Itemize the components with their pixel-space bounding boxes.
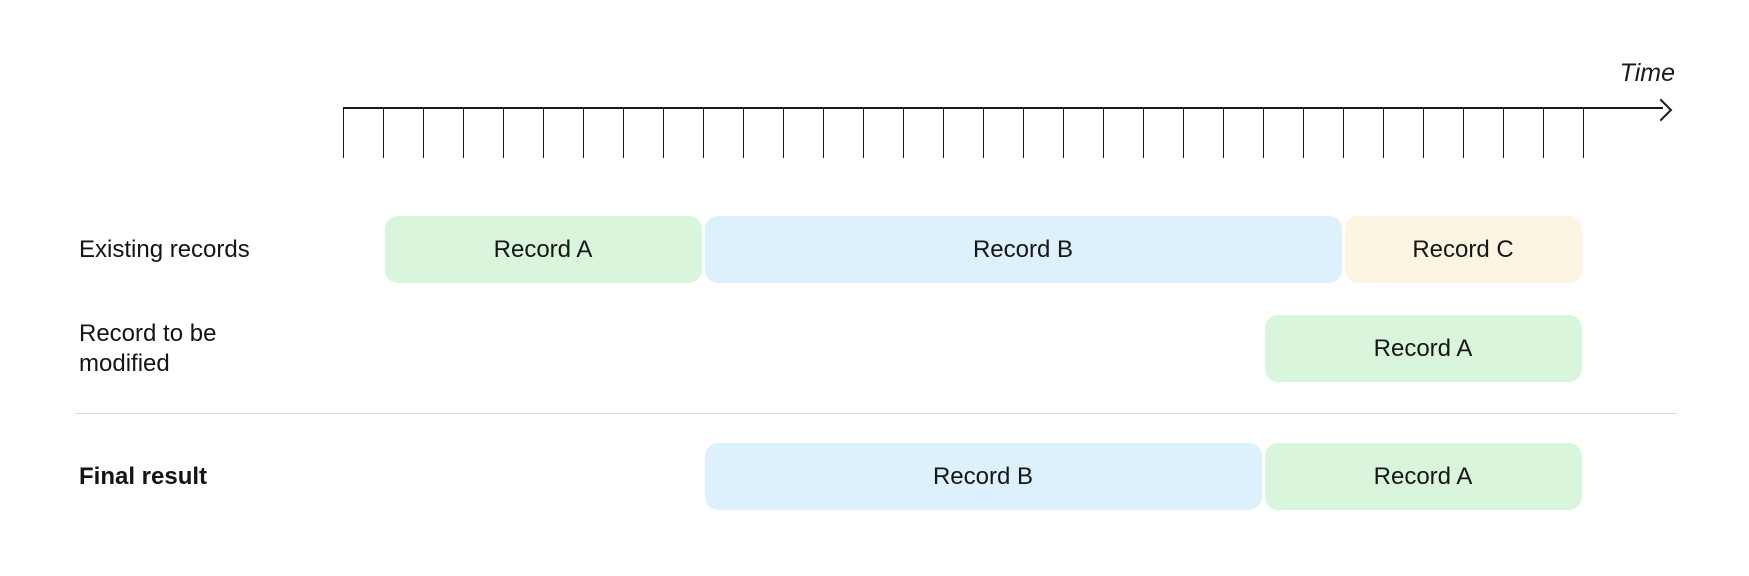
axis-tick: [1543, 108, 1544, 158]
block-record-c: Record C: [1344, 216, 1582, 283]
axis-tick: [623, 108, 624, 158]
axis-tick: [943, 108, 944, 158]
row-label-existing: Existing records: [79, 235, 250, 263]
axis-tick: [503, 108, 504, 158]
axis-tick: [1063, 108, 1064, 158]
axis-tick: [743, 108, 744, 158]
axis-tick: [543, 108, 544, 158]
axis-tick: [1183, 108, 1184, 158]
time-axis-line: [343, 107, 1663, 109]
axis-tick: [1303, 108, 1304, 158]
axis-tick: [1463, 108, 1464, 158]
axis-tick: [383, 108, 384, 158]
axis-tick: [1223, 108, 1224, 158]
axis-tick: [823, 108, 824, 158]
row-label-to-modify: Record to be modified: [79, 319, 217, 377]
axis-tick: [663, 108, 664, 158]
axis-tick: [1383, 108, 1384, 158]
axis-tick: [1143, 108, 1144, 158]
axis-tick: [1103, 108, 1104, 158]
axis-tick: [1423, 108, 1424, 158]
axis-tick: [783, 108, 784, 158]
axis-tick: [903, 108, 904, 158]
axis-tick: [703, 108, 704, 158]
axis-tick: [1263, 108, 1264, 158]
block-record-a: Record A: [384, 216, 702, 283]
block-record-b: Record B: [704, 216, 1342, 283]
time-axis-label: Time: [1619, 59, 1675, 87]
axis-tick: [863, 108, 864, 158]
axis-tick: [343, 108, 344, 158]
axis-tick: [1343, 108, 1344, 158]
axis-tick: [1503, 108, 1504, 158]
axis-tick: [423, 108, 424, 158]
block-record-a: Record A: [1264, 315, 1582, 382]
axis-tick: [1023, 108, 1024, 158]
axis-tick: [1583, 108, 1584, 158]
axis-tick: [983, 108, 984, 158]
block-record-b: Record B: [704, 443, 1262, 510]
block-record-a: Record A: [1264, 443, 1582, 510]
axis-tick: [583, 108, 584, 158]
axis-tick: [463, 108, 464, 158]
time-axis-arrowhead-icon: [1649, 98, 1673, 121]
row-label-final: Final result: [79, 462, 208, 490]
divider-line: [75, 413, 1677, 414]
